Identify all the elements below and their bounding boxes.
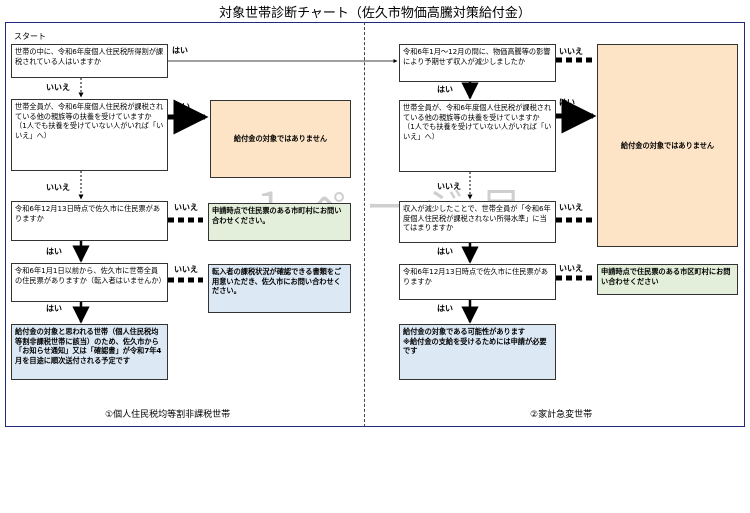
start-label: スタート — [14, 32, 46, 41]
right-question-4: 令和6年12月13日時点で佐久市に住民票がありますか — [399, 264, 556, 300]
left-question-3: 令和6年12月13日時点で佐久市に住民票がありますか — [11, 201, 168, 241]
right-q3-yes-label: はい — [437, 247, 453, 256]
left-contact-municipality-box: 申請時点で住民票のある市町村にお問い合わせください。 — [208, 203, 351, 241]
left-q2-yes-label: はい — [174, 102, 190, 111]
right-question-1: 令和6年1月～12月の間に、物価高騰等の影響により予期せず収入が減少しましたか — [399, 44, 556, 82]
left-panel-caption: ①個人住民税均等割非課税世帯 — [105, 410, 231, 420]
right-q2-no-label: いいえ — [437, 182, 461, 191]
left-q4-yes-label: はい — [46, 304, 62, 313]
left-eligible-result-box: 給付金の対象と思われる世帯（個人住民税均等割非課税世帯に該当）のため、佐久市から… — [11, 324, 168, 380]
panel-divider — [364, 22, 365, 427]
right-panel-caption: ②家計急変世帯 — [530, 410, 593, 420]
left-q3-yes-label: はい — [46, 247, 62, 256]
right-q4-yes-label: はい — [437, 304, 453, 313]
right-question-3: 収入が減少したことで、世帯全員が「令和6年度個人住民税が課税されない所得水準」に… — [399, 201, 556, 243]
right-q1-yes-label: はい — [437, 85, 453, 94]
right-eligible-result-box: 給付金の対象である可能性があります ※給付金の支給を受けるためには申請が必要です — [399, 324, 556, 380]
left-q3-no-label: いいえ — [174, 203, 198, 212]
left-not-eligible-box: 給付金の対象ではありません — [210, 100, 351, 178]
page-title: 対象世帯診断チャート（佐久市物価高騰対策給付金） — [219, 6, 531, 21]
right-q3-no-label: いいえ — [559, 203, 583, 212]
chart-frame — [5, 22, 745, 427]
left-q1-no-label: いいえ — [46, 83, 70, 92]
right-contact-municipality-box: 申請時点で住民票のある市区町村にお問い合わせください — [597, 264, 738, 295]
right-not-eligible-box: 給付金の対象ではありません — [597, 44, 738, 247]
right-question-2: 世帯全員が、令和6年度個人住民税が課税されている他の親族等の扶養を受けていますか… — [399, 100, 556, 172]
left-question-2: 世帯全員が、令和6年度個人住民税が課税されている他の親族等の扶養を受けていますか… — [11, 99, 168, 171]
left-q1-yes-label: はい — [172, 46, 188, 55]
left-q4-no-label: いいえ — [174, 265, 198, 274]
left-contact-saku-box: 転入者の課税状況が確認できる書類をご用意いただき、佐久市にお問い合わせください。 — [208, 264, 351, 313]
left-q2-no-label: いいえ — [46, 183, 70, 192]
right-q1-no-label: いいえ — [559, 47, 583, 56]
right-q4-no-label: いいえ — [559, 264, 583, 273]
left-question-4: 令和6年1月1日以前から、佐久市に世帯全員の住民票がありますか（転入者はいません… — [11, 263, 168, 302]
right-q2-yes-label: はい — [559, 98, 575, 107]
left-question-1: 世帯の中に、令和6年度個人住民税所得割が課税されている人はいますか — [11, 44, 168, 78]
